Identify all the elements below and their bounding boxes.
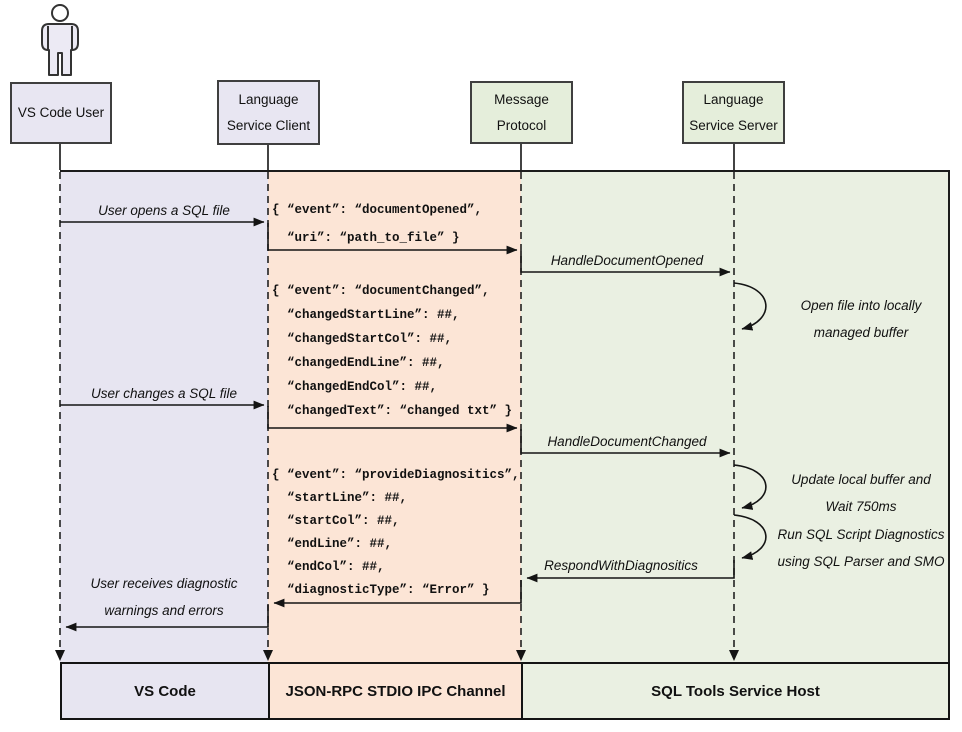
band-service-host [521, 172, 948, 662]
label-user-changes: User changes a SQL file [90, 386, 238, 401]
json-provide-diagnostics: { “event”: “provideDiagnositics”, “start… [272, 468, 520, 597]
label-user-opens: User opens a SQL file [98, 203, 230, 218]
actor-label: Service Server [689, 117, 778, 133]
band-vscode [60, 172, 268, 662]
footer-label: SQL Tools Service Host [651, 682, 820, 700]
json-document-opened: { “event”: “documentOpened”, “uri”: “pat… [272, 203, 483, 245]
label-respond-with-diagnostics: RespondWithDiagnositics [544, 558, 698, 573]
actor-box-message-protocol: Message Protocol [470, 81, 573, 144]
actor-box-language-service-client: Language Service Client [217, 80, 320, 145]
actor-label: VS Code User [17, 105, 105, 120]
actor-box-language-service-server: Language Service Server [682, 81, 785, 144]
actor-label: Protocol [496, 117, 547, 133]
label-handle-document-changed: HandleDocumentChanged [547, 434, 707, 449]
user-actor-icon [41, 4, 79, 76]
footer-label: VS Code [134, 682, 196, 700]
footer-label: JSON-RPC STDIO IPC Channel [285, 682, 506, 700]
actor-box-vs-code-user: VS Code User [10, 82, 112, 144]
json-document-changed: { “event”: “documentChanged”, “changedSt… [272, 284, 513, 418]
actor-label: Message [494, 91, 549, 107]
footer-box-ipc-channel: JSON-RPC STDIO IPC Channel [268, 662, 523, 720]
footer-box-vs-code: VS Code [60, 662, 270, 720]
actor-label: Service Client [226, 117, 311, 133]
actor-label: Language [238, 91, 299, 107]
footer-box-sql-tools-host: SQL Tools Service Host [521, 662, 950, 720]
lifeline-stubs [59, 144, 735, 170]
actor-label: Language [703, 91, 764, 107]
label-handle-document-opened: HandleDocumentOpened [550, 253, 704, 268]
